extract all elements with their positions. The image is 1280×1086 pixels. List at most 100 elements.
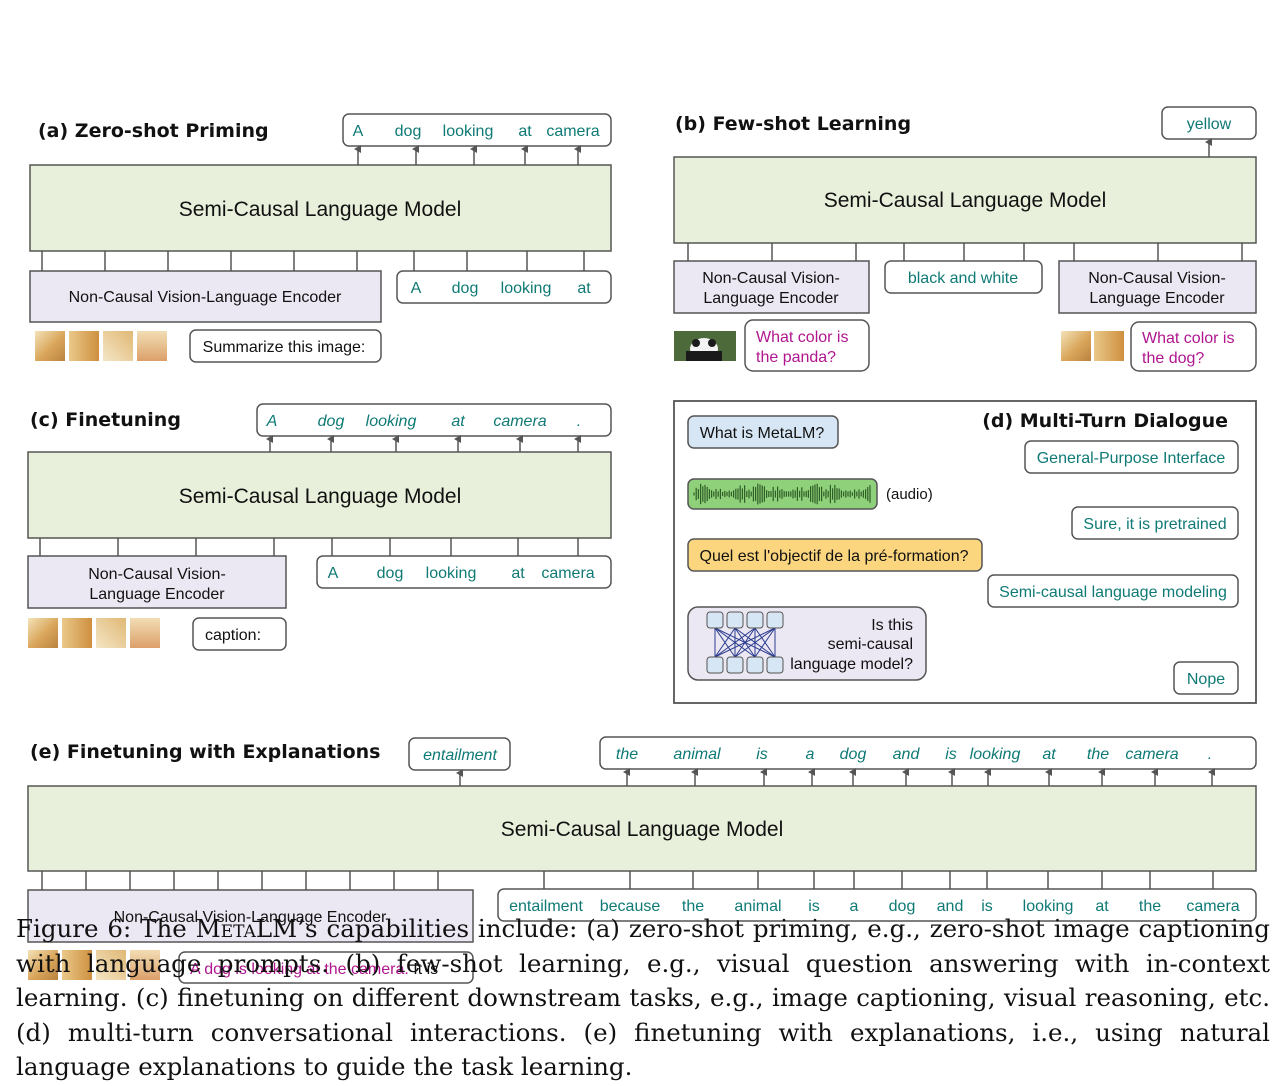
dog-photo-thumbnail [28,618,58,648]
dog-photo-thumbnail [103,331,133,361]
panel-d-audio-label: (audio) [886,486,933,503]
panel-c-encoder-line-1: Non-Causal Vision- [88,566,226,583]
token: and [937,898,964,915]
panel-c-finetuning: (c) Finetuning A dog looking at camera .… [27,403,612,651]
token: the [616,746,638,763]
panel-b-language-model [673,156,1257,244]
panel-c-output-tokens: A dog looking at camera . [266,413,582,430]
panel-b-question-1-line-1: What color is [756,329,848,346]
token: looking [1023,898,1074,915]
token: entailment [509,898,583,915]
network-node [706,656,724,674]
panel-d-question-3-box [687,538,983,572]
panel-photo-thumbnail [674,331,736,361]
token: camera [1125,746,1178,763]
token: a [806,746,815,763]
network-node [746,611,764,629]
panel-b-answer-1: black and white [908,270,1018,287]
panel-e-input-box [497,888,1257,922]
panel-a-title: (a) Zero-shot Priming [38,120,269,142]
panel-c-model-label: Semi-Causal Language Model [179,485,462,508]
panel-a-connectors [41,251,585,271]
panel-e-label-output: entailment [423,747,497,764]
network-node [706,611,724,629]
token: looking [426,565,477,582]
panel-a-model-label: Semi-Causal Language Model [179,198,462,221]
panel-a-output-tokens: A dog looking at camera [353,123,600,140]
panel-d-question-3: Quel est l'objectif de la pré-formation? [700,548,969,565]
panel-c-title: (c) Finetuning [30,409,181,431]
network-node [766,656,784,674]
token: the [1139,898,1161,915]
token: dog [452,280,479,297]
panel-d-question-4-line-2: semi-causal [828,636,913,653]
panel-b-encoder-1 [673,260,870,314]
token: camera [541,565,594,582]
panel-c-output-box [256,403,612,437]
network-edge [734,627,776,658]
panel-e-prompt-box [178,951,474,984]
panel-a-output-box [342,113,612,147]
panel-d-title: (d) Multi-Turn Dialogue [982,410,1228,432]
token: animal [734,898,781,915]
token: at [1042,746,1056,763]
token: A [411,280,422,297]
token: is [945,746,957,763]
token: looking [366,413,417,430]
caption-model-name: MetaLM [195,914,298,943]
network-edge [714,627,776,658]
dog-photo-thumbnail [96,618,126,648]
dog-photo-thumbnail [28,950,58,980]
dog-photo-thumbnail [35,331,65,361]
panel-a-prompt-box [189,329,382,363]
token: at [511,565,525,582]
token: dog [318,413,345,430]
dog-photo-thumbnail [137,331,167,361]
token: the [682,898,704,915]
panel-b-question-2-line-2: the dog? [1142,350,1204,367]
panel-a-input-tokens: A dog looking at [411,280,592,297]
panel-c-prompt: caption: [205,627,261,644]
panel-b-connectors [687,243,1243,261]
token: dog [889,898,916,915]
panel-d-answer-2: Sure, it is pretrained [1083,516,1226,533]
panel-c-prompt-box [192,617,287,651]
panel-d-answer-3: Semi-causal language modeling [999,584,1227,601]
panel-b-encoder-2 [1058,260,1257,314]
network-node [746,656,764,674]
panel-e-connectors [41,871,1214,890]
panel-a-image-thumbnails [35,331,167,361]
panel-a-input-box [396,270,612,304]
token: is [756,746,768,763]
panel-b-model-label: Semi-Causal Language Model [824,189,1107,212]
dog-photo-thumbnail [69,331,99,361]
token: dog [395,123,422,140]
panel-e-encoder-label: Non-Causal Vision-Language Encoder [114,909,387,926]
token: at [577,280,591,297]
network-node [726,611,744,629]
network-node [766,611,784,629]
caption-lead: Figure 6: The [16,914,196,943]
panel-e-finetuning-with-explanations: (e) Finetuning with Explanations entailm… [27,736,1257,984]
token: at [451,413,465,430]
panel-e-arrows [623,768,1215,786]
panel-d-answer-4: Nope [1187,671,1225,688]
panel-e-output-tokens: the animal is a dog and is looking at th… [616,746,1212,763]
token: dog [377,565,404,582]
token: A [266,413,278,430]
panel-b-encoder-1-line-1: Non-Causal Vision- [702,270,840,287]
figure-caption: Figure 6: The MetaLM’s capabilities incl… [16,912,1270,1082]
panel-b-image-thumbnails [1061,331,1124,361]
panel-d-question-1-box [687,415,839,449]
token: a [850,898,859,915]
panel-a-language-model [29,164,612,252]
panel-b-title: (b) Few-shot Learning [675,113,911,135]
token: camera [1186,898,1239,915]
panel-e-prompt-highlight: A dog is looking at the camera. [190,961,409,978]
token: A [328,565,339,582]
panel-e-title: (e) Finetuning with Explanations [30,741,380,763]
dog-photo-thumbnail [1061,331,1091,361]
dog-photo-thumbnail [62,950,92,980]
panel-d-question-4-line-3: language model? [790,656,913,673]
panel-c-arrows [266,435,581,452]
